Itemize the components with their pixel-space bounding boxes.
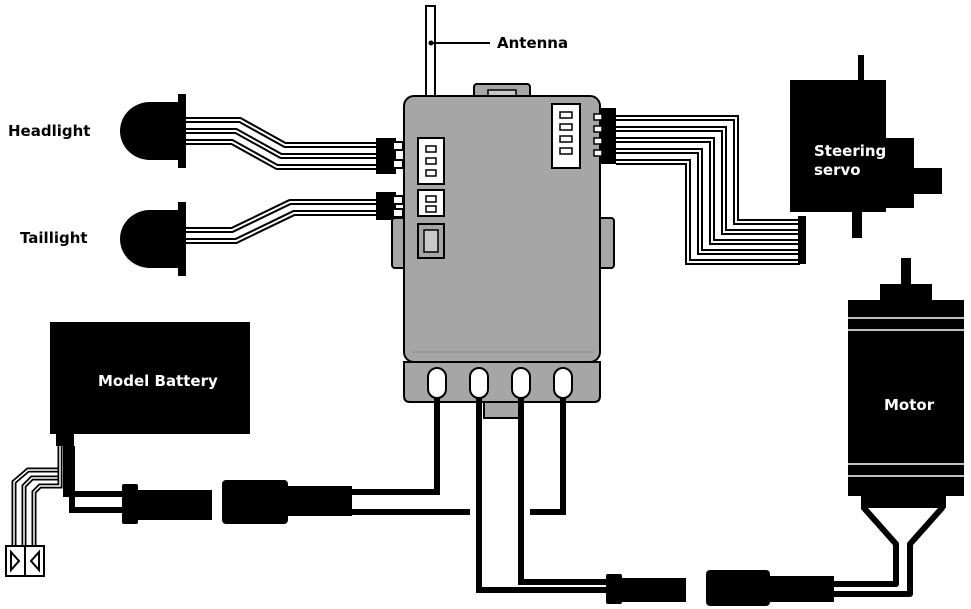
battery-balance-lead — [11, 446, 63, 546]
steering-servo — [790, 55, 942, 264]
headlight — [120, 94, 186, 168]
motor-connector — [706, 570, 834, 606]
motor-wires — [832, 494, 945, 597]
servo-wires — [616, 115, 800, 265]
steering-servo-label-line1: Steering — [814, 142, 886, 160]
headlight-plug — [376, 138, 404, 174]
receiver-controller — [391, 83, 615, 419]
taillight — [120, 202, 186, 276]
taillight-plug — [376, 192, 404, 220]
steering-servo-label-line2: servo — [814, 161, 861, 179]
headlight-label: Headlight — [8, 122, 90, 140]
controller-power-wires — [350, 398, 566, 515]
controller-motor-connector — [606, 574, 686, 604]
antenna-label: Antenna — [497, 34, 568, 52]
taillight-wires — [186, 199, 378, 244]
motor-wires-controller — [476, 398, 610, 593]
headlight-wires — [186, 117, 378, 170]
taillight-label: Taillight — [20, 229, 88, 247]
model-battery-label: Model Battery — [98, 372, 218, 390]
balance-plug — [5, 545, 45, 577]
controller-power-connector — [222, 480, 352, 524]
motor-label: Motor — [884, 396, 935, 414]
servo-plug — [593, 108, 616, 164]
motor — [848, 258, 964, 508]
model-battery — [50, 322, 250, 446]
battery-power-wires — [63, 446, 124, 513]
battery-connector — [122, 484, 212, 524]
